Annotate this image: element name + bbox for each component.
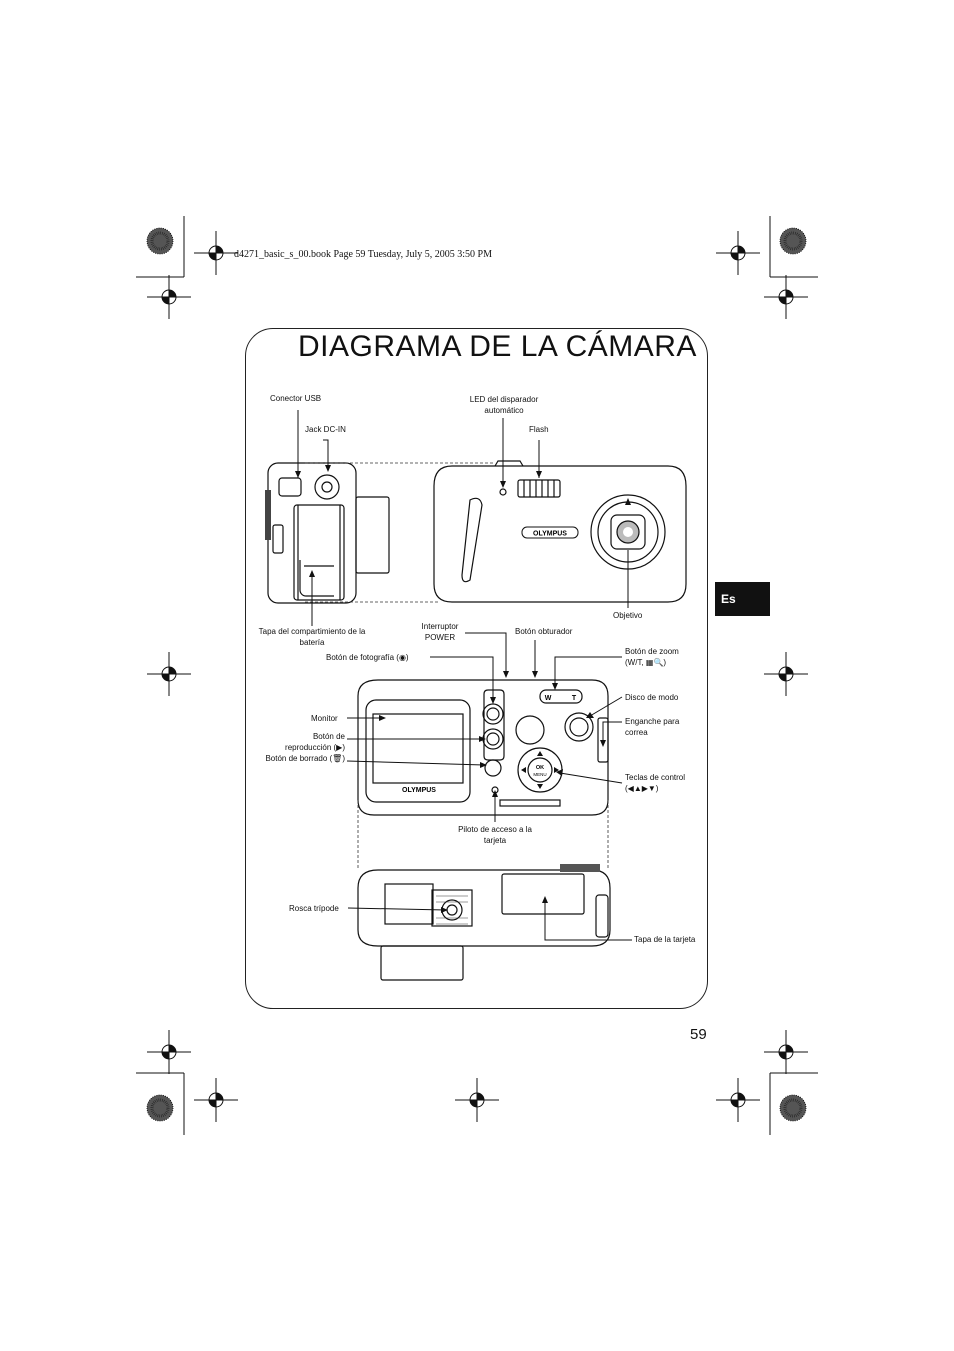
label-lens: Objetivo (613, 611, 643, 620)
label-arrow-pad: Teclas de control(◀▲▶▼) (625, 773, 686, 793)
callout-lines (297, 410, 632, 941)
label-flash: Flash (529, 425, 549, 434)
star-mark-icon (145, 1093, 175, 1123)
content-frame (245, 328, 708, 1009)
label-usb: Conector USB (270, 394, 322, 403)
label-tripod: Rosca trípode (289, 904, 339, 913)
print-header: d4271_basic_s_00.book Page 59 Tuesday, J… (234, 249, 492, 260)
camera-bottom-view (357, 864, 611, 981)
arrow-pad-icon (521, 751, 559, 789)
front-brand-text: OLYMPUS (533, 531, 567, 538)
label-card-cover: Tapa de la tarjeta (634, 935, 696, 944)
registration-mark-icon (193, 230, 239, 276)
registration-mark-icon (193, 1077, 239, 1123)
label-mode-dial: Disco de modo (625, 693, 679, 702)
back-brand-text: OLYMPUS (402, 787, 436, 794)
crop-marks-bottom (136, 1072, 818, 1135)
registration-mark-icon (715, 1077, 761, 1123)
label-shooting-button: Botón de fotografía (◉) (326, 653, 409, 662)
registration-mark-icon (146, 651, 192, 697)
label-dc-in: Jack DC-IN (305, 425, 346, 434)
star-mark-icon (778, 1093, 808, 1123)
menu-text: MENU (533, 772, 546, 777)
star-mark-icon (145, 226, 175, 256)
page-number: 59 (690, 1026, 707, 1043)
callout-arrowheads (295, 465, 631, 913)
camera-side-view (265, 462, 390, 604)
page-title: DIAGRAMA DE LA CÁMARA (298, 330, 697, 363)
label-zoom: Botón de zoom(W/T, ▦🔍) (625, 647, 679, 667)
registration-mark-icon (763, 1029, 809, 1075)
crop-marks-top (136, 216, 818, 278)
zoom-w-text: W (545, 695, 552, 702)
registration-mark-icon (146, 274, 192, 320)
ok-text: OK (536, 765, 544, 771)
camera-back-view (357, 679, 609, 816)
star-mark-icon (778, 226, 808, 256)
label-erase: Botón de borrado (🗑) (265, 754, 345, 763)
registration-mark-icon (454, 1077, 500, 1123)
language-tab: Es (715, 582, 770, 616)
registration-mark-icon (715, 230, 761, 276)
label-monitor: Monitor (311, 714, 338, 723)
registration-mark-icon (146, 1029, 192, 1075)
zoom-t-text: T (572, 695, 577, 702)
label-shutter: Botón obturador (515, 627, 573, 636)
registration-mark-icon (763, 651, 809, 697)
registration-mark-icon (763, 274, 809, 320)
